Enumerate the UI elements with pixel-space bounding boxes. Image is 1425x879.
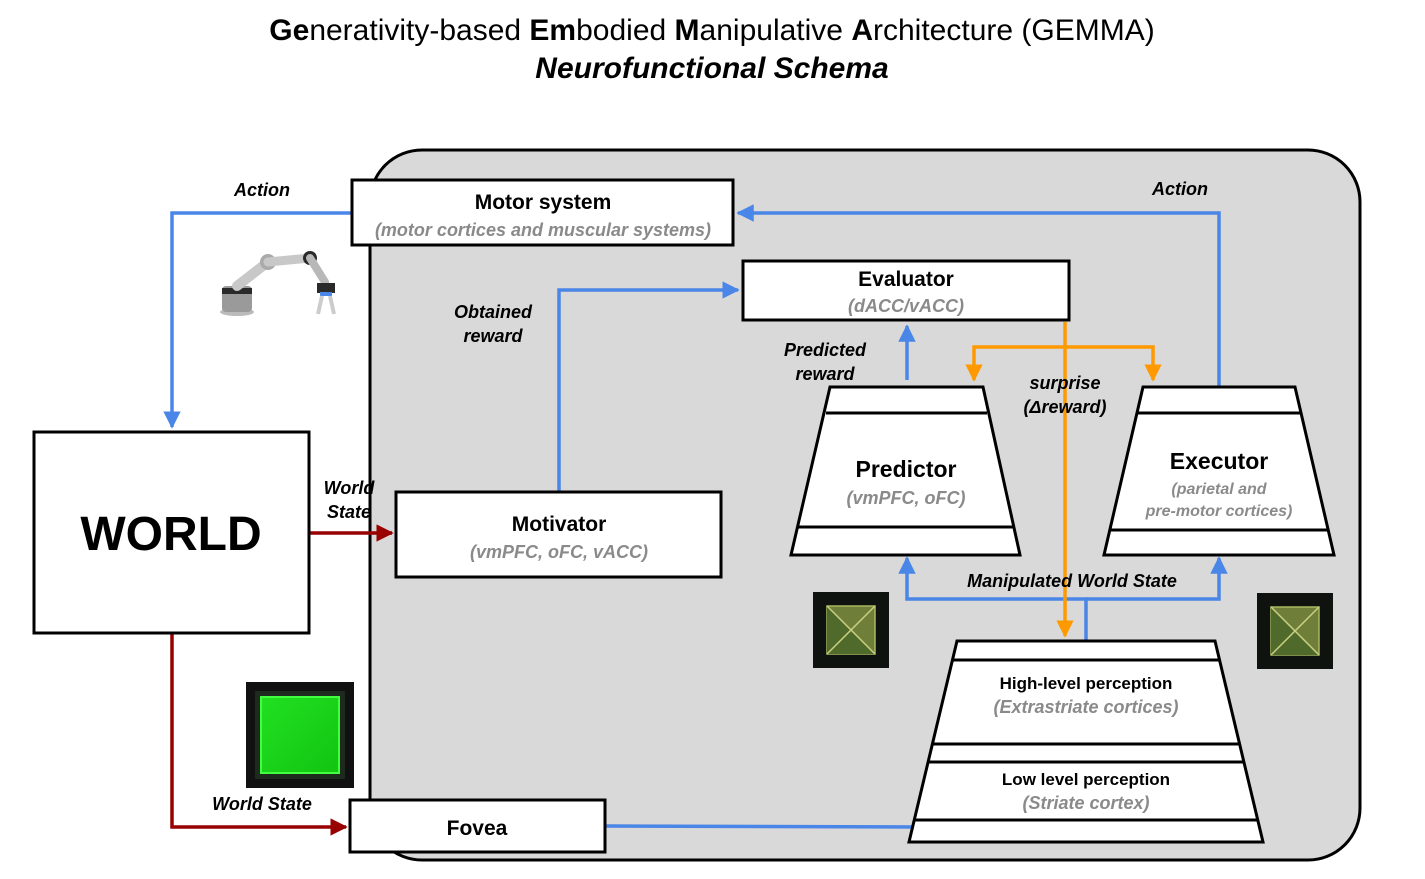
obtained-reward-label-line2: reward (463, 326, 523, 346)
perception-node: High-level perception (Extrastriate cort… (907, 639, 1265, 844)
executor-sublabel-line1: (parietal and (1171, 481, 1267, 498)
manipulated-square-stimulus-icon (813, 592, 889, 668)
low-level-perception-sublabel: (Striate cortex) (1022, 793, 1149, 813)
executor-node: Executor (parietal and pre-motor cortice… (1102, 385, 1336, 557)
predicted-reward-label-line1: Predicted (784, 340, 867, 360)
fovea-label: Fovea (447, 817, 508, 840)
manipulated-square-stimulus-icon (1257, 593, 1333, 669)
world-state-motivator-label-line1: World (324, 478, 376, 498)
world-state-motivator-label-line2: State (327, 502, 371, 522)
motivator-sublabel: (vmPFC, oFC, vACC) (470, 542, 648, 562)
title-part: A (851, 14, 873, 47)
title-part: Em (529, 14, 576, 47)
motor-system-sublabel: (motor cortices and muscular systems) (375, 220, 711, 240)
motor-system-label: Motor system (475, 191, 612, 214)
evaluator-node: Evaluator (dACC/vACC) (741, 259, 1071, 322)
low-level-perception-label: Low level perception (1002, 770, 1170, 789)
surprise-label-line1: surprise (1029, 373, 1100, 393)
high-level-perception-sublabel: (Extrastriate cortices) (993, 697, 1178, 717)
high-level-perception-label: High-level perception (1000, 674, 1173, 693)
executor-to-motor-arrow (736, 204, 1221, 387)
predictor-sublabel: (vmPFC, oFC) (847, 488, 966, 508)
diagram-subtitle: Neurofunctional Schema (535, 52, 888, 85)
action-right-label: Action (1151, 179, 1208, 199)
manipulated-state-to-executor-arrow (1086, 556, 1228, 601)
robot-arm-icon (220, 251, 336, 316)
action-to-world-arrow (163, 211, 352, 429)
evaluator-sublabel: (dACC/vACC) (848, 296, 964, 316)
title-part: bodied (576, 14, 674, 47)
predictor-node: Predictor (vmPFC, oFC) (789, 385, 1022, 557)
motivator-node: Motivator (vmPFC, oFC, vACC) (394, 490, 723, 579)
diagram-title: Generativity-based Embodied Manipulative… (269, 14, 1154, 47)
obtained-reward-arrow (557, 281, 740, 492)
surprise-to-predictor-executor-arrow (965, 345, 1162, 382)
predicted-reward-label-line2: reward (795, 364, 855, 384)
evaluator-label: Evaluator (858, 268, 954, 291)
title-part: nerativity-based (309, 14, 529, 47)
world-node: WORLD (32, 430, 311, 635)
manipulated-world-state-label: Manipulated World State (967, 571, 1177, 591)
fovea-to-perception-line (605, 824, 913, 829)
obtained-reward-label-line1: Obtained (454, 302, 533, 322)
title-part: anipulative (700, 14, 852, 47)
world-state-fovea-label: World State (212, 794, 312, 814)
executor-sublabel-line2: pre-motor cortices) (1145, 503, 1293, 520)
surprise-label-line2: (Δreward) (1023, 397, 1106, 417)
title-part: Ge (269, 14, 309, 47)
action-left-label: Action (233, 180, 290, 200)
motivator-label: Motivator (512, 513, 607, 536)
motor-system-node: Motor system (motor cortices and muscula… (350, 178, 735, 247)
green-square-stimulus-icon (246, 682, 354, 788)
title-part: M (675, 14, 700, 47)
manipulated-state-to-predictor-arrow (898, 556, 1088, 640)
world-state-to-fovea-arrow (170, 634, 348, 836)
executor-label: Executor (1170, 448, 1268, 474)
predictor-label: Predictor (856, 456, 957, 482)
title-part: rchitecture (GEMMA) (873, 14, 1155, 47)
fovea-node: Fovea (348, 798, 607, 854)
world-label: WORLD (80, 508, 261, 561)
